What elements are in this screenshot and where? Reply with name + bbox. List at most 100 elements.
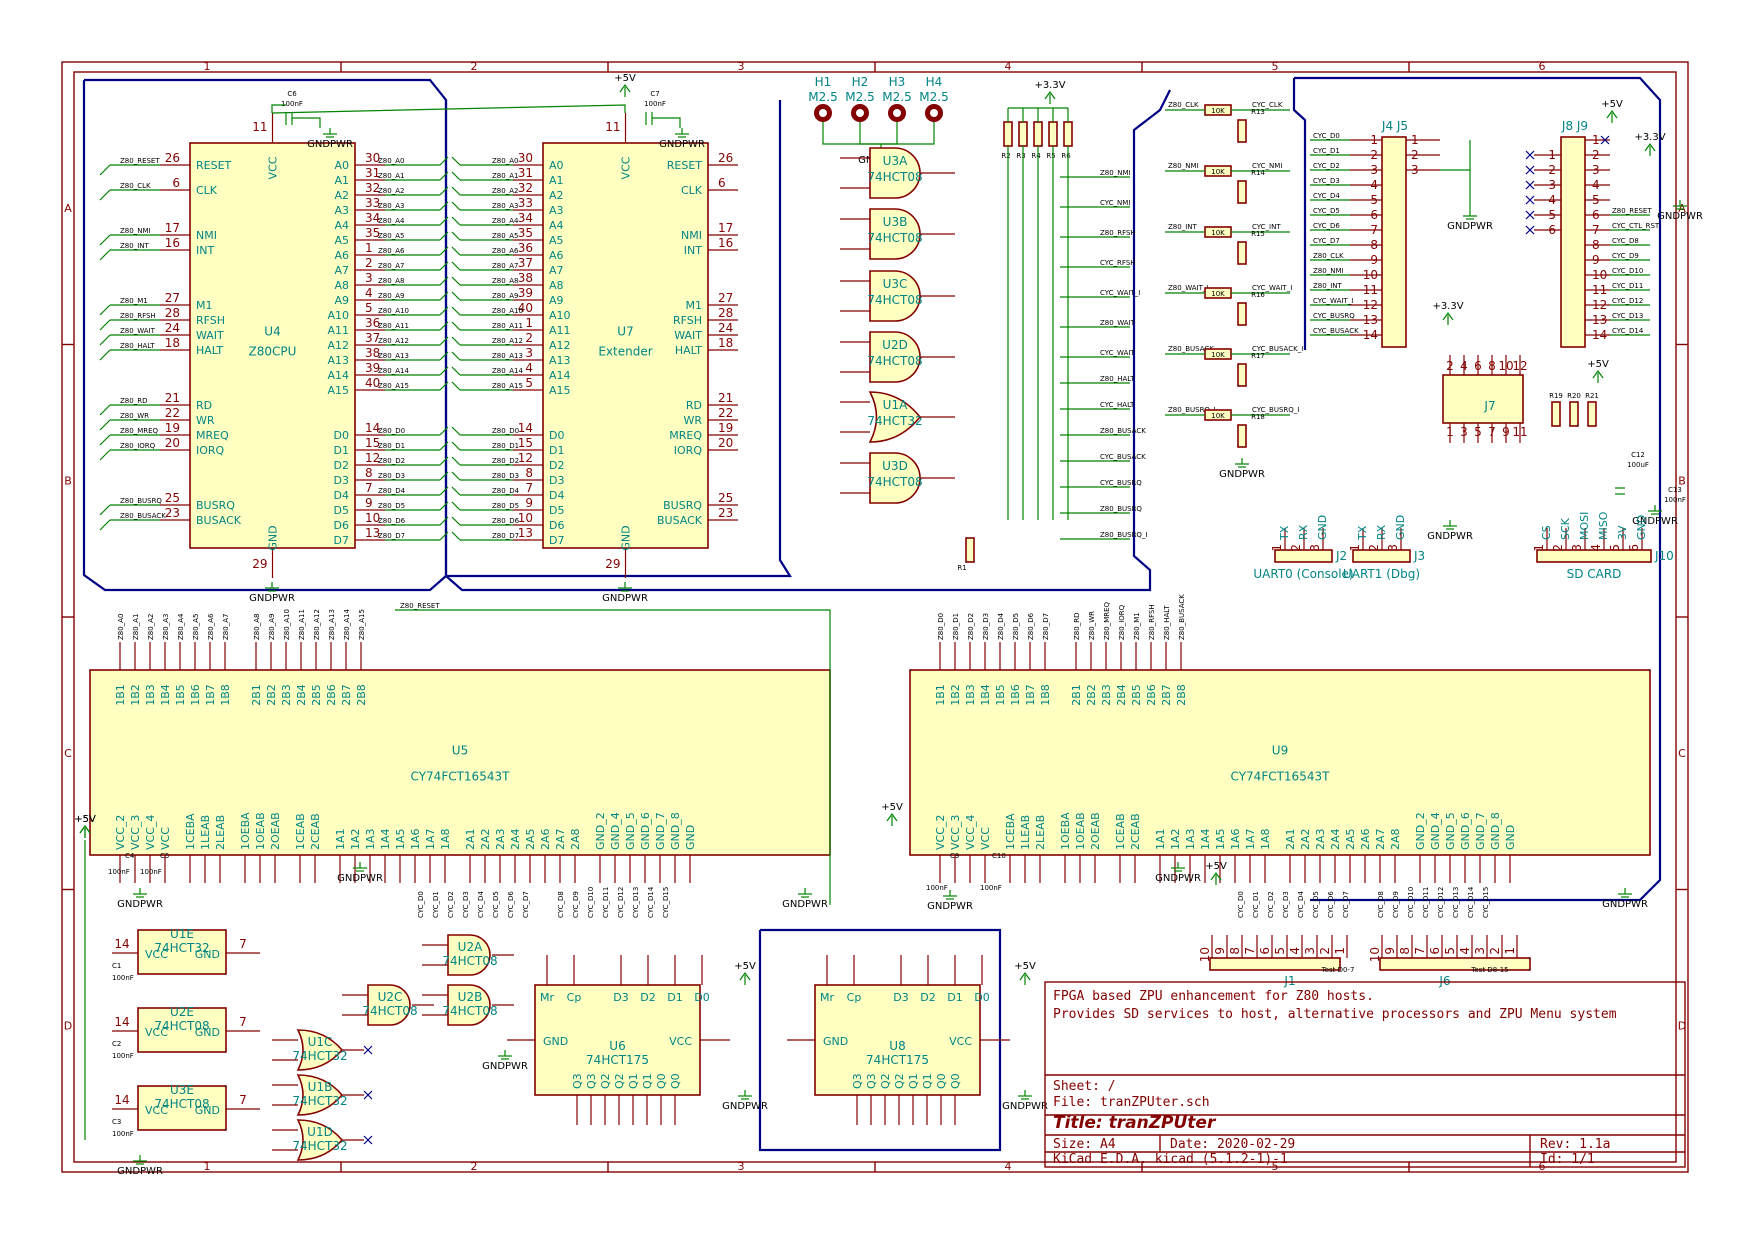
bus-entry bbox=[99, 504, 111, 516]
u5-pin-label: 1A7 bbox=[424, 828, 437, 850]
tb-rev: Rev: 1.1a bbox=[1540, 1137, 1610, 1152]
u7-pin-number: 17 bbox=[718, 221, 733, 235]
u5-pin-label: 1LEAB bbox=[199, 815, 212, 850]
net-label: Z80_D4 bbox=[492, 487, 520, 495]
row-letter: D bbox=[1678, 1020, 1686, 1033]
no-connect bbox=[1525, 225, 1535, 235]
vcc-label: +5V bbox=[881, 802, 903, 813]
u9-pin-label: 1OEBA bbox=[1059, 812, 1072, 850]
j3-label: UART1 (Dbg) bbox=[1343, 567, 1420, 581]
u5-pin-label: 1OEAB bbox=[254, 812, 267, 850]
bus-entry bbox=[99, 234, 111, 246]
j10-pin-label: 3V bbox=[1616, 525, 1629, 540]
resistor-ref: R16 bbox=[1251, 291, 1265, 299]
j7-pin-number: 9 bbox=[1502, 425, 1510, 439]
u5-body bbox=[89, 669, 831, 856]
u4-pin-number: 31 bbox=[365, 166, 380, 180]
unit-vcc-label: VCC bbox=[145, 1104, 168, 1117]
u6-value: 74HCT175 bbox=[586, 1053, 649, 1067]
u7-pin-number: 7 bbox=[525, 481, 533, 495]
u4-pin-number: 25 bbox=[165, 491, 180, 505]
u7-pin-label: A15 bbox=[549, 384, 571, 397]
cap-value: 100nF bbox=[112, 1052, 134, 1060]
net-label: Z80_WAIT bbox=[120, 327, 156, 335]
bus-entry bbox=[451, 441, 461, 451]
u7-pin-number: 14 bbox=[518, 421, 533, 435]
bus-outline bbox=[758, 928, 1002, 1152]
hole-value: M2.5 bbox=[845, 90, 874, 104]
no-connect bbox=[1525, 150, 1535, 160]
tb-date: Date: 2020-02-29 bbox=[1170, 1137, 1295, 1152]
tb-title: Title: tranZPUter bbox=[1053, 1113, 1217, 1133]
unit-body bbox=[137, 929, 227, 975]
u4-pin-label: A0 bbox=[334, 159, 349, 172]
net-label: CYC_CLK bbox=[1252, 101, 1283, 109]
net-label: Z80_A11 bbox=[378, 322, 409, 330]
u9-pin-label: 2B2 bbox=[1085, 684, 1098, 706]
net-label: Z80_RESET bbox=[1612, 207, 1652, 215]
vcc-label: +5V bbox=[614, 73, 636, 84]
bus-entry bbox=[99, 404, 111, 416]
net-label: Z80_A12 bbox=[378, 337, 409, 345]
u9-pin-label: 2A7 bbox=[1374, 828, 1387, 850]
unit-value: 74HCT08 bbox=[154, 1019, 209, 1033]
net-label: Z80_INT bbox=[120, 242, 150, 250]
hole-ref: H3 bbox=[889, 75, 906, 89]
u7-pin-label: D4 bbox=[549, 489, 564, 502]
net-label: Z80_A11 bbox=[492, 322, 523, 330]
gate-value: 74HCT08 bbox=[867, 231, 922, 245]
u7-value: Extender bbox=[598, 345, 652, 359]
wire bbox=[881, 122, 935, 145]
tb-file: File: tranZPUter.sch bbox=[1053, 1095, 1210, 1110]
j10-pin-label: SCK bbox=[1559, 517, 1572, 540]
j7-pin-number: 2 bbox=[1446, 359, 1454, 373]
net-label: Z80_D0 bbox=[378, 427, 405, 435]
net-label: Z80_CLK bbox=[1168, 101, 1199, 109]
j1-label: Test D0-7 bbox=[1321, 966, 1355, 974]
u5-pin-label: 2OEAB bbox=[269, 812, 282, 850]
net-label: Z80_A1 bbox=[132, 614, 140, 640]
unit-body bbox=[137, 1085, 227, 1131]
u4-pin-number: 38 bbox=[365, 346, 380, 360]
u7-pin-label: HALT bbox=[675, 344, 702, 357]
j10-pin-number: 3 bbox=[1570, 544, 1584, 552]
net-label: CYC_BUSRQ_I bbox=[1252, 406, 1299, 414]
wire bbox=[859, 122, 881, 145]
net-label: CYC_BUSACK_I bbox=[1252, 345, 1303, 353]
net-label: Z80_HALT bbox=[1100, 375, 1135, 383]
j3-pin-label: TX bbox=[1356, 525, 1369, 541]
net-label: Z80_WR bbox=[1088, 611, 1096, 640]
u9-pin-label: 2B1 bbox=[1070, 684, 1083, 706]
vcc-label: +5V bbox=[1587, 359, 1609, 370]
u7-vcc-number: 11 bbox=[605, 120, 620, 134]
net-label: CYC_D6 bbox=[1313, 222, 1340, 230]
resistor bbox=[1048, 121, 1058, 147]
bus-entry bbox=[439, 261, 449, 271]
cap-value: 100nF bbox=[281, 100, 303, 108]
u9-pin-label: GND_6 bbox=[1459, 812, 1472, 850]
no-connect bbox=[363, 1090, 373, 1100]
net-label: Z80_A15 bbox=[378, 382, 409, 390]
net-label: Z80_A7 bbox=[378, 262, 404, 270]
resistor-ref: R19 bbox=[1549, 392, 1563, 400]
net-label: CYC_D11 bbox=[1422, 887, 1430, 918]
and-gate bbox=[447, 984, 491, 1026]
net-label: Z80_A12 bbox=[492, 337, 523, 345]
gate-ref: U2C bbox=[378, 990, 403, 1004]
net-label: CYC_D12 bbox=[617, 887, 625, 918]
net-label: CYC_D8 bbox=[1377, 891, 1385, 918]
u7-pin-label: INT bbox=[684, 244, 702, 257]
gate-value: 74HCT32 bbox=[292, 1139, 347, 1153]
u4-pin-label: A7 bbox=[334, 264, 349, 277]
u5-pin-label: 1A3 bbox=[364, 828, 377, 850]
gnd-label: GNDPWR bbox=[782, 899, 828, 910]
unit-vcc-label: VCC bbox=[145, 1026, 168, 1039]
bus-outline bbox=[446, 100, 792, 578]
u7-pin-number: 21 bbox=[718, 391, 733, 405]
bus-entry bbox=[439, 171, 449, 181]
u7-pin-number: 37 bbox=[518, 256, 533, 270]
gnd-label: GNDPWR bbox=[337, 873, 383, 884]
net-label: CYC_HALT bbox=[1100, 401, 1135, 409]
resistor-value: 10K bbox=[1211, 290, 1225, 298]
u4-pin-label: D5 bbox=[334, 504, 349, 517]
